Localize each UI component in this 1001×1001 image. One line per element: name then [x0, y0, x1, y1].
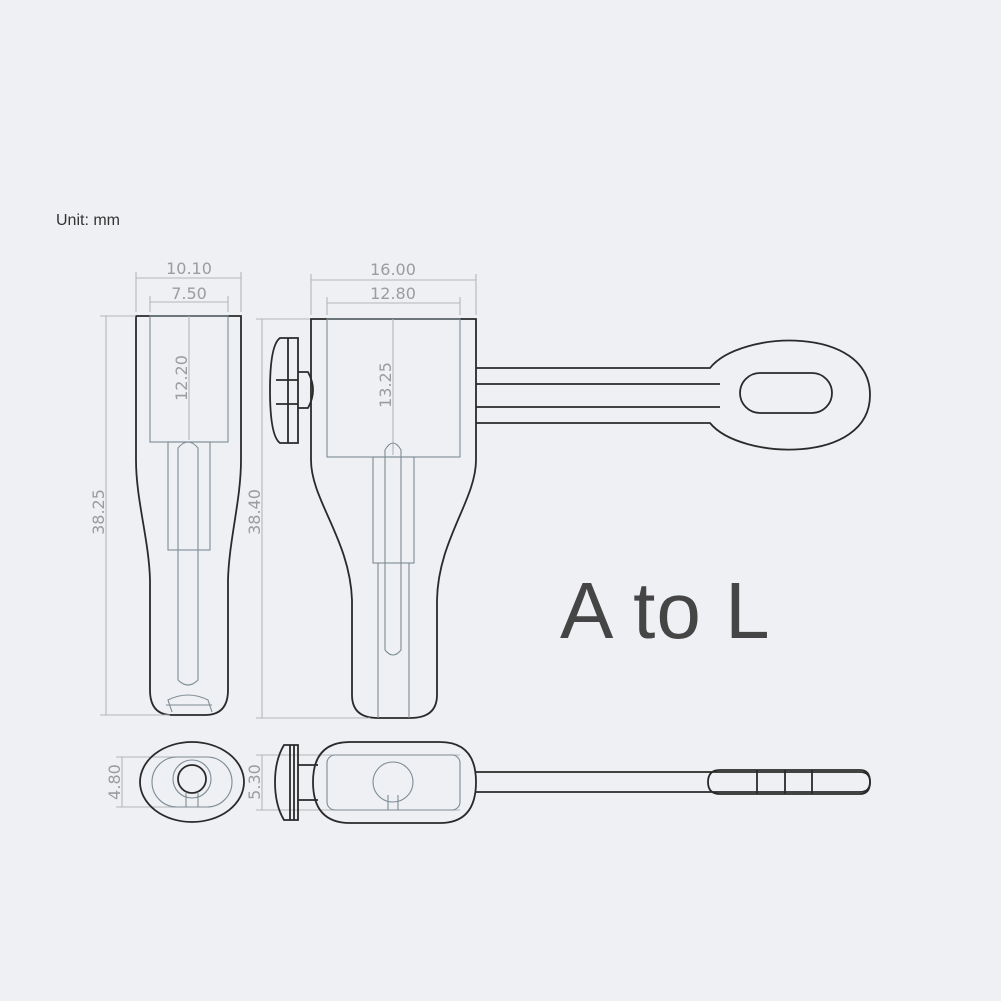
- dim-front-inner-width: 7.50: [171, 284, 207, 303]
- dim-side-head-height: 13.25: [376, 362, 395, 408]
- dim-bottom-side-depth: 5.30: [245, 764, 264, 800]
- dim-bottom-front-depth: 4.80: [105, 764, 124, 800]
- bottom-side-view: [274, 741, 871, 824]
- dim-front-total-height: 38.25: [89, 489, 108, 535]
- front-dimensions: 10.10 7.50 12.20 38.25 4.80: [89, 259, 242, 808]
- side-view: [269, 318, 871, 719]
- front-view: [135, 315, 242, 716]
- bottom-front-view: [139, 741, 245, 823]
- dim-side-outer-width: 16.00: [370, 260, 416, 279]
- dim-front-outer-width: 10.10: [166, 259, 212, 278]
- dim-front-head-height: 12.20: [172, 355, 191, 401]
- dim-side-inner-width: 12.80: [370, 284, 416, 303]
- unit-label: Unit: mm: [56, 212, 120, 229]
- side-dimensions: 16.00 12.80 13.25 38.40 5.30: [245, 260, 477, 811]
- diagram-title: A to L: [560, 566, 771, 655]
- dim-side-total-height: 38.40: [245, 489, 264, 535]
